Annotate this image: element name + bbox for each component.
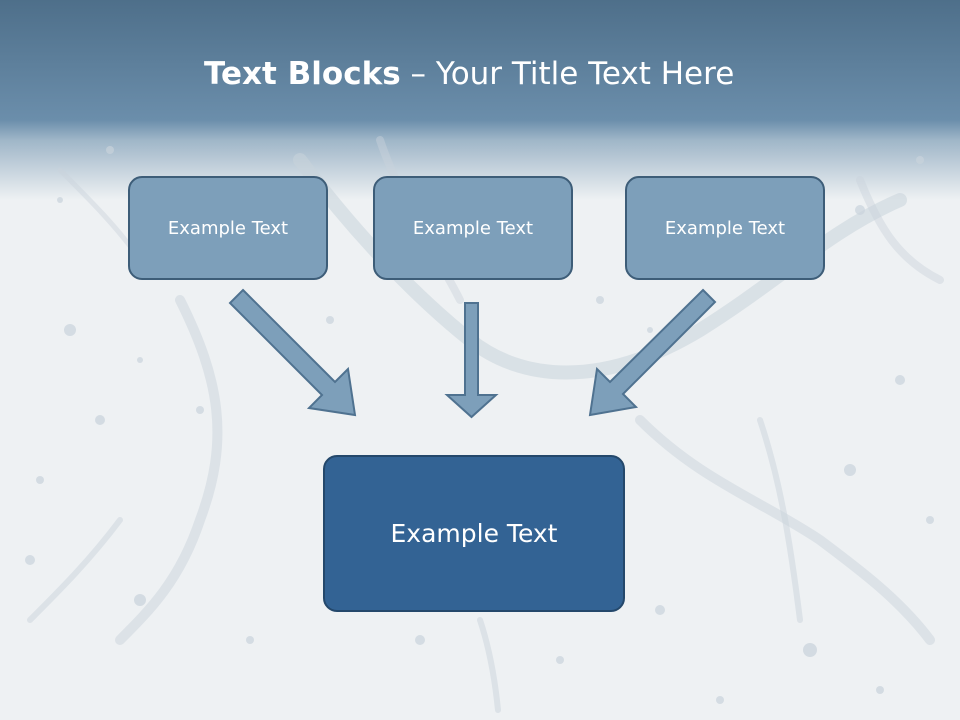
- text-block-left[interactable]: Example Text: [128, 176, 328, 280]
- text-block-center-label: Example Text: [412, 217, 534, 239]
- title-rest: Your Title Text Here: [435, 56, 735, 92]
- arrow-center: [444, 302, 499, 419]
- text-block-main-label: Example Text: [390, 519, 558, 548]
- title-banner: [0, 0, 960, 200]
- text-block-main[interactable]: Example Text: [323, 455, 625, 612]
- text-block-right-label: Example Text: [664, 217, 786, 239]
- title-bold: Text Blocks: [204, 56, 401, 92]
- text-block-left-label: Example Text: [167, 217, 289, 239]
- text-block-center[interactable]: Example Text: [373, 176, 573, 280]
- title-separator: –: [400, 56, 436, 92]
- text-block-right[interactable]: Example Text: [625, 176, 825, 280]
- arrow-right: [588, 288, 717, 417]
- arrow-left: [228, 288, 357, 417]
- slide-title: Text Blocks – Your Title Text Here: [204, 56, 734, 92]
